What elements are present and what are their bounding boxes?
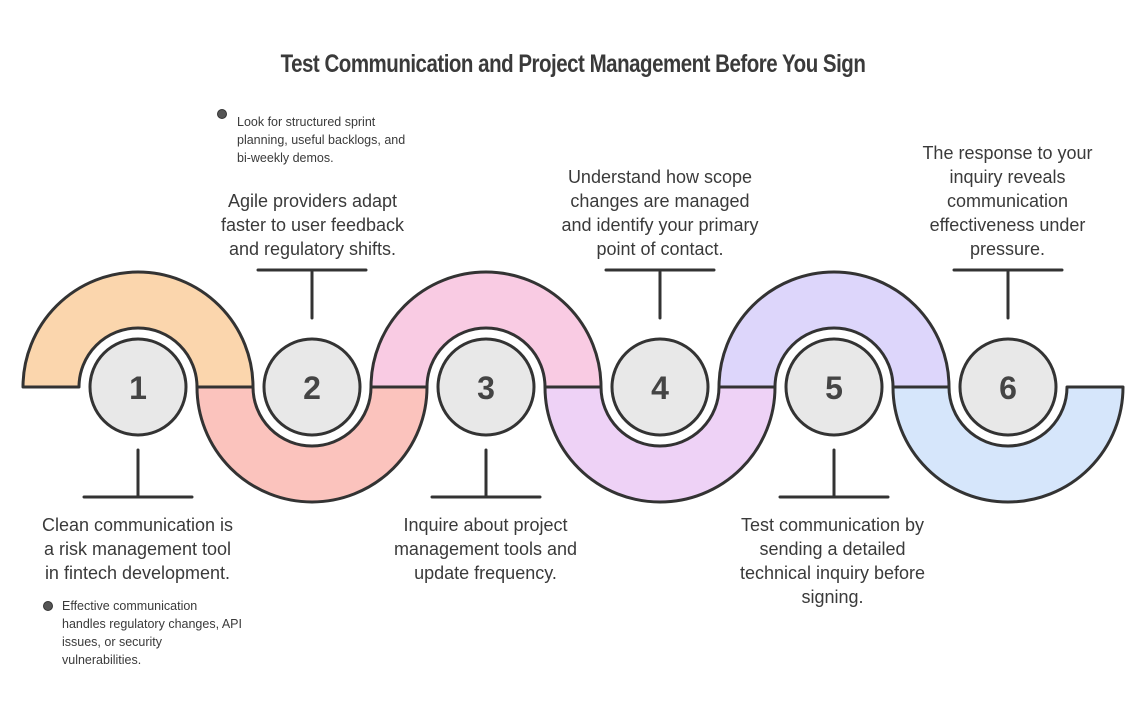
step-4-marker: 4 [610,337,710,437]
step-1-text: Clean communication is a risk management… [41,515,234,583]
step-6-marker: 6 [958,337,1058,437]
wave-band-5 [717,270,951,389]
step-2-text: Agile providers adapt faster to user fee… [220,191,405,259]
step-5-number: 5 [825,370,843,406]
step-1-number: 1 [129,370,147,406]
wave-bands [21,270,1125,504]
step-3-text: Inquire about project management tools a… [393,515,578,583]
step-6-number: 6 [999,370,1017,406]
step-3-connector [430,448,542,499]
step-2-connector [256,268,368,320]
step-3-marker: 3 [436,337,536,437]
wave-band-1 [21,270,255,389]
wave-band-4 [543,385,777,504]
wave-band-2 [195,385,429,504]
step-2-marker: 2 [262,337,362,437]
step-5-marker: 5 [784,337,884,437]
step-5-text: Test communication by sending a detailed… [739,515,926,607]
step-6-text: The response to your inquiry reveals com… [922,143,1093,259]
note-2-bullet [217,109,227,119]
step-1-note: Effective communication handles regulato… [62,599,242,667]
note-1-bullet [43,601,53,611]
step-2-number: 2 [303,370,321,406]
step-5-connector [778,448,890,499]
wave-band-6 [891,385,1125,504]
page-title: Test Communication and Project Managemen… [280,50,866,78]
step-circles: 1 2 3 4 5 6 [88,337,1058,437]
step-4-text: Understand how scope changes are managed… [561,167,759,259]
step-connectors [82,268,1064,499]
step-6-connector [952,268,1064,320]
step-4-connector [604,268,716,320]
step-1-connector [82,448,194,499]
wave-band-3 [369,270,603,389]
step-4-number: 4 [651,370,669,406]
step-2-note: Look for structured sprint planning, use… [237,115,406,165]
step-3-number: 3 [477,370,495,406]
step-1-marker: 1 [88,337,188,437]
